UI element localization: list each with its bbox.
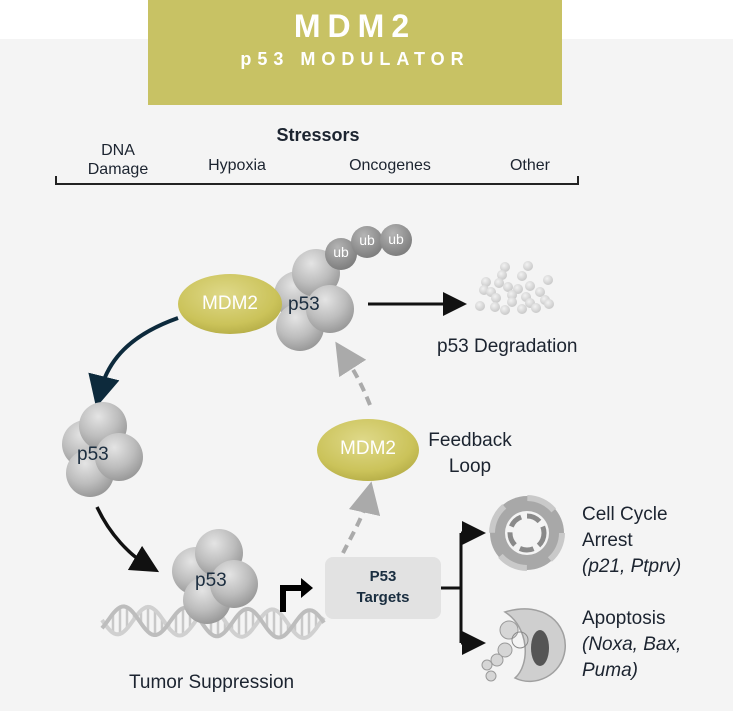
feedback-arrow-lower	[341, 481, 381, 554]
transcription-arrowhead	[301, 578, 313, 598]
banner-subtitle: p53 MODULATOR	[240, 49, 470, 69]
fragment-dot	[544, 299, 554, 309]
free-p53-label: p53	[77, 444, 109, 465]
tumor-suppression-label: Tumor Suppression	[129, 672, 295, 693]
dna-strand	[100, 604, 326, 640]
stressor-dna-damage: DNA Damage	[68, 141, 168, 179]
fragment-dot	[475, 301, 485, 311]
feedback-line2: Loop	[448, 456, 492, 477]
ubiquitin-sphere	[380, 224, 412, 256]
fragment-dot	[497, 270, 507, 280]
fragment-dot	[490, 302, 500, 312]
fragment-dot	[535, 287, 545, 297]
targets-line2: Targets	[356, 589, 410, 606]
targets-branch	[441, 533, 463, 643]
degraded-p53-fragments	[475, 261, 554, 315]
ub-label-2: ub	[359, 232, 375, 248]
stressors-bracket	[55, 176, 579, 185]
cell-cycle-genes: (p21, Ptprv)	[582, 556, 682, 577]
fragment-dot	[525, 281, 535, 291]
cell-cycle-line1: Cell Cycle	[582, 504, 668, 525]
cell-cycle-icon	[489, 495, 565, 571]
feedback-line1: Feedback	[428, 430, 512, 451]
banner-title: MDM2	[293, 8, 417, 44]
mdm2-ellipse	[178, 274, 282, 334]
stressor-dna-line2: Damage	[87, 161, 149, 178]
ub-label-3: ub	[388, 231, 404, 247]
p53-sphere	[306, 285, 354, 333]
targets-line1: P53	[369, 568, 397, 585]
p53-targets-box	[325, 557, 441, 619]
apoptosis-label: Apoptosis (Noxa, Bax, Puma)	[582, 606, 681, 684]
fragment-dot	[507, 297, 517, 307]
fragment-dot	[517, 271, 527, 281]
fragment-dot	[500, 305, 510, 315]
apoptosis-line1: Apoptosis	[582, 608, 666, 629]
feedback-arrow-upper	[335, 341, 372, 406]
cell-cycle-line2: Arrest	[582, 530, 633, 551]
title-banner: MDM2 p53 MODULATOR	[148, 0, 562, 105]
fragment-dot	[531, 303, 541, 313]
p53-sphere	[95, 433, 143, 481]
fragment-dot	[491, 293, 501, 303]
apoptosis-genes-line2: Puma)	[582, 660, 638, 681]
degradation-label: p53 Degradation	[437, 336, 578, 357]
feedback-mdm2-ellipse	[317, 419, 419, 481]
transcription-start-arrow	[280, 585, 302, 612]
feedback-mdm2-label: MDM2	[340, 438, 396, 459]
binding-arrow	[95, 506, 160, 573]
stressor-other: Other	[509, 157, 550, 174]
dna-bound-p53	[172, 529, 258, 624]
complex-p53-label: p53	[288, 294, 320, 315]
stressors-heading: Stressors	[276, 125, 360, 145]
fragment-dot	[543, 275, 553, 285]
release-arrow	[88, 316, 179, 408]
stressor-oncogenes: Oncogenes	[349, 157, 431, 174]
fragment-dot	[517, 304, 527, 314]
stressor-dna-line1: DNA	[101, 142, 135, 159]
free-p53-tetramer	[62, 402, 143, 497]
apoptosis-genes-line1: (Noxa, Bax,	[582, 634, 682, 655]
fragment-dot	[523, 261, 533, 271]
complex-mdm2-label: MDM2	[202, 293, 258, 314]
cell-cycle-arrest-label: Cell Cycle Arrest (p21, Ptprv)	[582, 502, 681, 580]
p53-ub-complex	[178, 224, 412, 351]
fragment-dot	[507, 290, 517, 300]
ub-label-1: ub	[333, 244, 349, 260]
fragment-dot	[503, 282, 513, 292]
p53-sphere	[210, 560, 258, 608]
fragment-dot	[494, 278, 504, 288]
fragment-dot	[481, 277, 491, 287]
ubiquitin-sphere	[325, 238, 357, 270]
apoptosis-icon	[481, 608, 566, 683]
feedback-loop-label: Feedback Loop	[418, 428, 522, 480]
fragment-dot	[500, 262, 510, 272]
p53-targets-label: P53 Targets	[325, 566, 441, 608]
ubiquitin-sphere	[351, 226, 383, 258]
dna-p53-label: p53	[195, 570, 227, 591]
stressor-hypoxia: Hypoxia	[208, 157, 266, 174]
